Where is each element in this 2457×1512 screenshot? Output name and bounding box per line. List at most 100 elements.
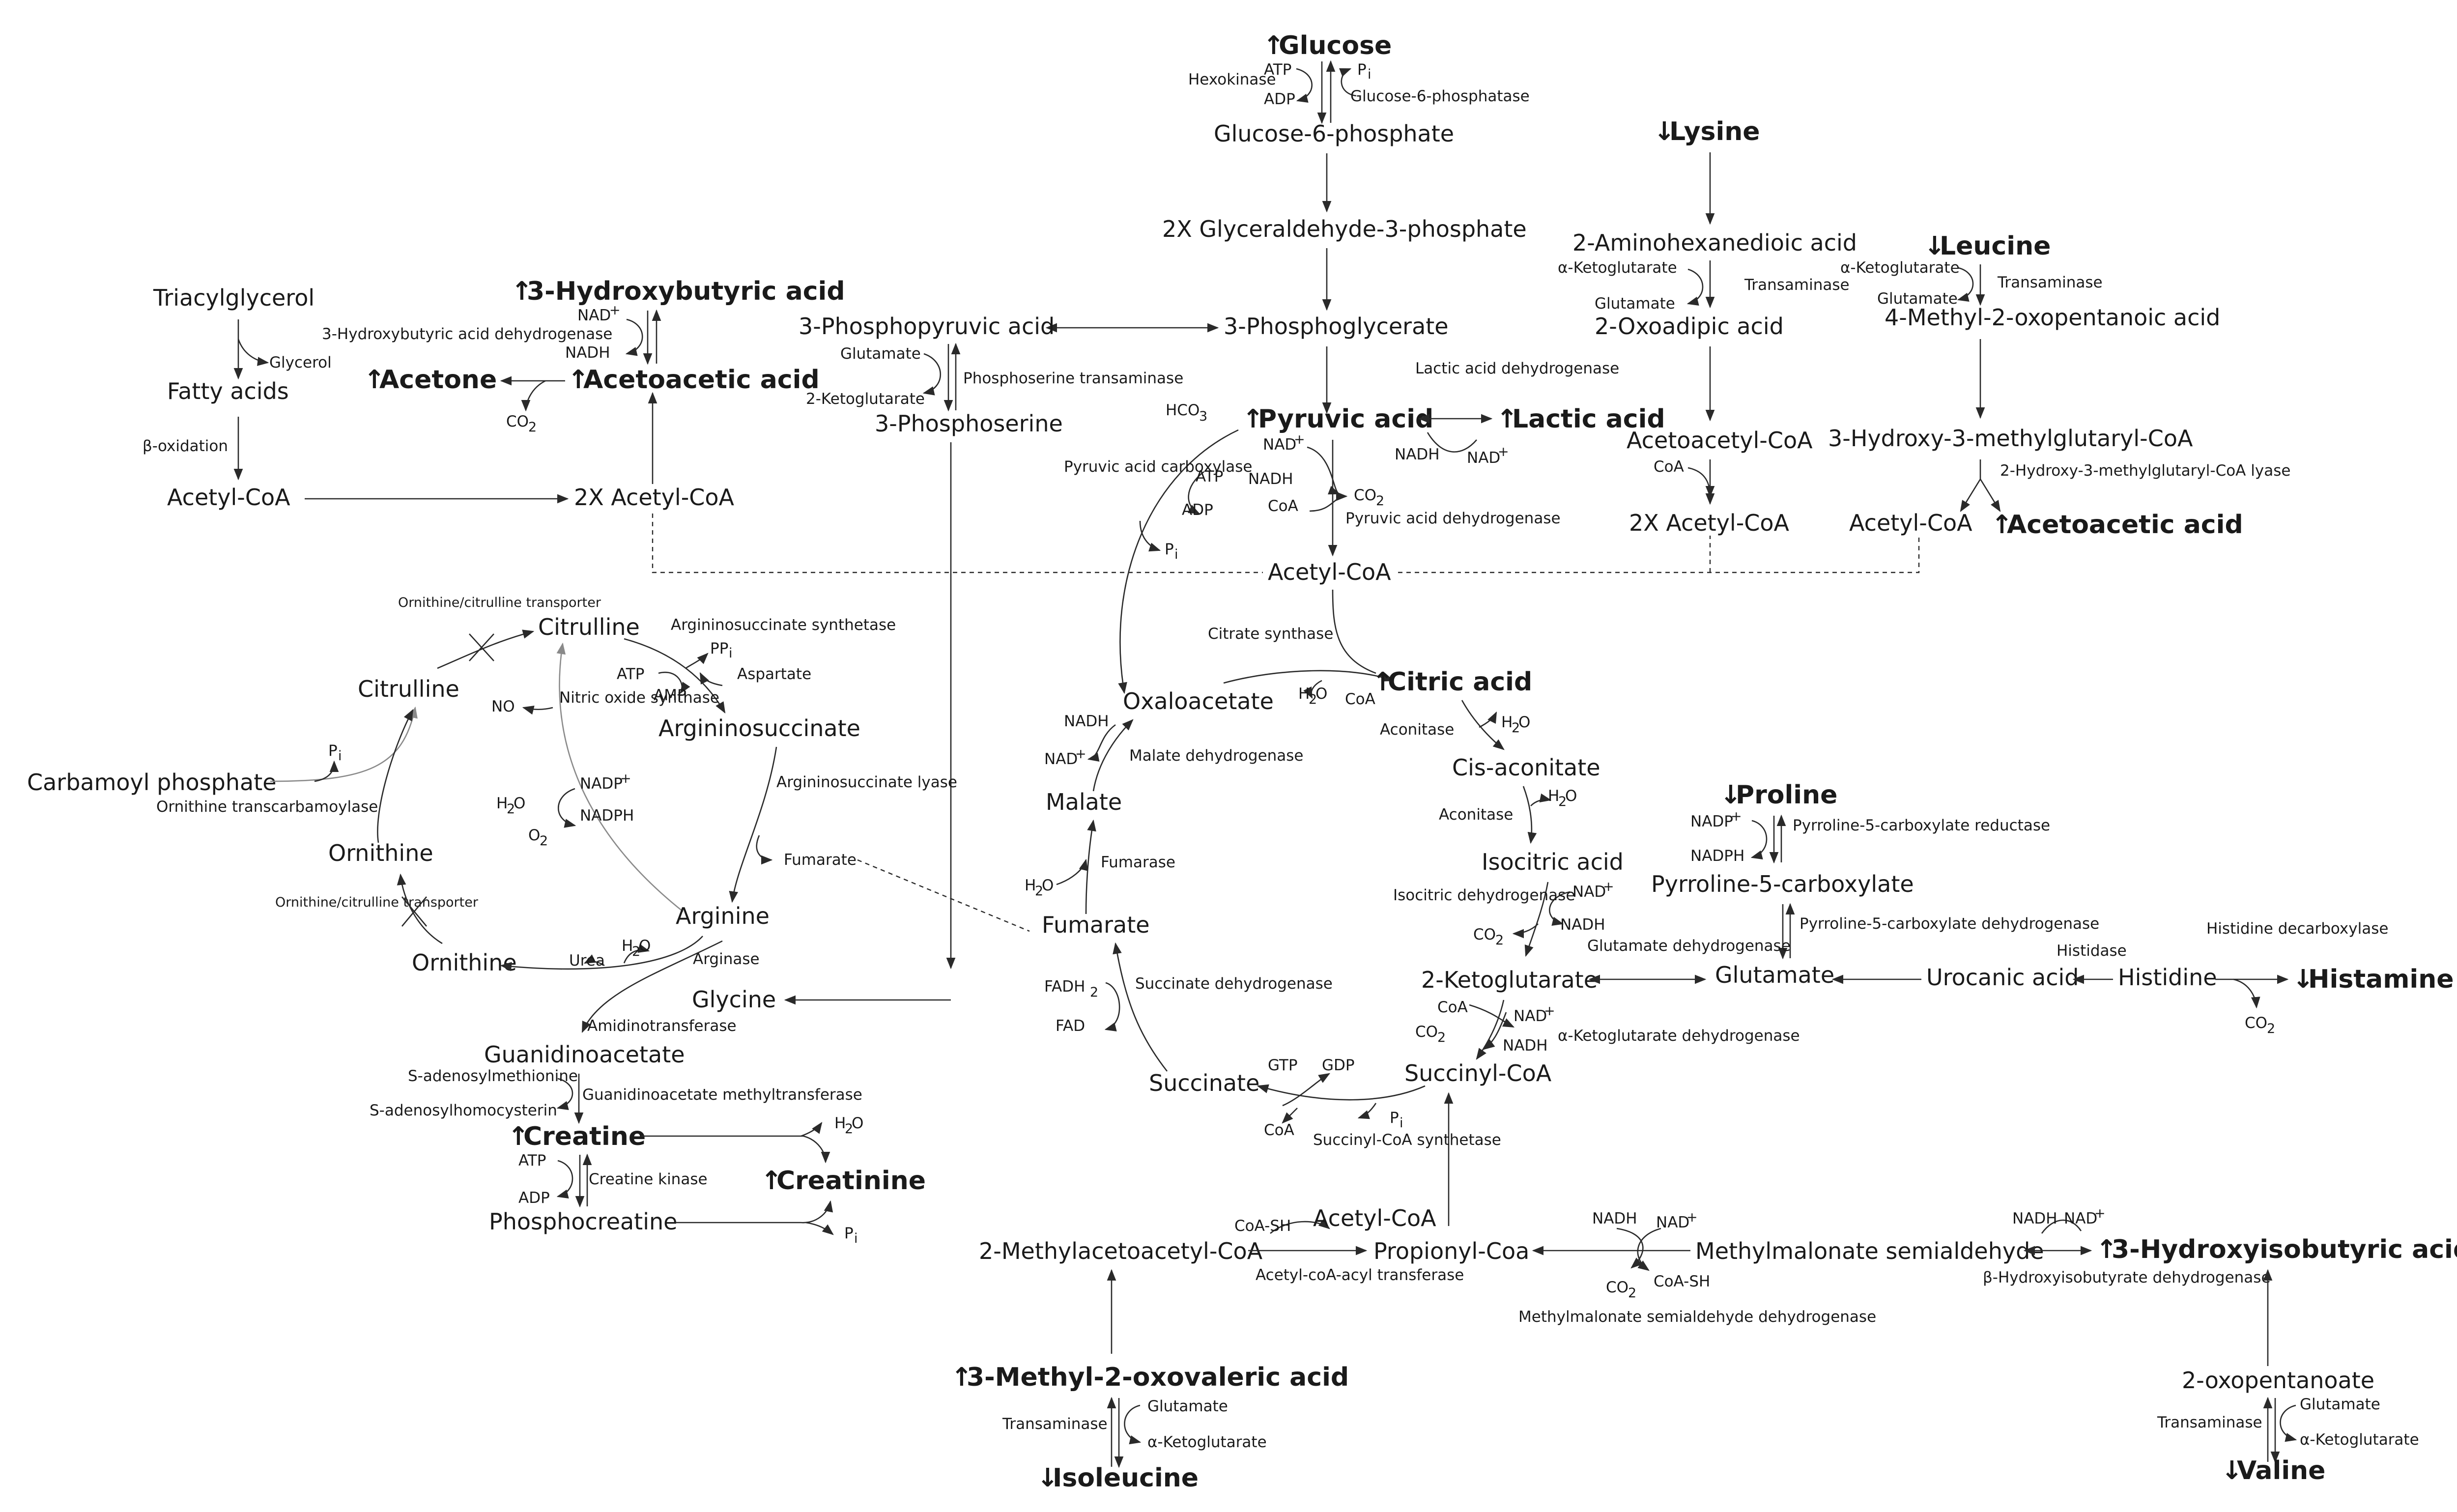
metabolite-citric: Citric acid <box>1388 667 1532 697</box>
cofactor-fumarate-asl: Fumarate <box>784 851 857 869</box>
bdh-curve <box>625 318 643 356</box>
trend-arrow-citric: ↑ <box>1372 667 1394 697</box>
metabolite-creatinine: Creatinine <box>776 1166 926 1196</box>
cofactor-h2o-creatine: H <box>834 1114 846 1132</box>
tca-cycle-section: Citrate synthase H 2 O CoA Oxaloacetate … <box>1025 589 1800 1226</box>
metabolite-ornithine-inner: Ornithine <box>412 949 517 976</box>
cofactor-nad-akgdh: NAD <box>1514 1007 1547 1025</box>
cofactor-co2-akgdh: CO <box>1415 1023 1438 1041</box>
metabolite-valine: Valine <box>2237 1456 2325 1485</box>
cofactor-co2-hdc: CO <box>2245 1014 2267 1032</box>
enzyme-gdh: Glutamate dehydrogenase <box>1587 937 1791 955</box>
arrow-citrulline-argsucc <box>624 638 726 714</box>
arrow-creatine-creatinine <box>641 1135 830 1164</box>
enzyme-orn-transporter-bottom: Ornithine/citrulline transporter <box>275 895 479 910</box>
arrow-malate-oxaloacetate <box>1092 719 1134 792</box>
cofactor-nadh-pdh: NADH <box>1248 470 1293 488</box>
cofactor-pi: P <box>1357 61 1367 79</box>
cofactor-coash-acat: CoA-SH <box>1234 1217 1291 1235</box>
cofactor-pi-scs: P <box>1390 1109 1399 1127</box>
cofactor-h2o-creatine-sub: 2 <box>845 1121 853 1137</box>
cofactor-fadh2: FADH <box>1044 978 1085 996</box>
g6pase-curve <box>1339 68 1357 97</box>
metabolite-2x-acetylcoa-left: 2X Acetyl-CoA <box>574 484 735 511</box>
arrow-succinylcoa-succinate <box>1257 1084 1426 1101</box>
pdh-curve2 <box>1309 491 1348 512</box>
cofactor-h2o-fumarase-o: O <box>1042 877 1054 894</box>
metabolite-guanidinoacetate: Guanidinoacetate <box>484 1041 685 1068</box>
cofactor-2kg-psat: 2-Ketoglutarate <box>806 390 925 408</box>
metabolite-mmsa: Methylmalonate semialdehyde <box>1695 1238 2044 1264</box>
arrow-arginine-glycine-agat <box>581 940 723 1033</box>
mdh-curve <box>1087 724 1116 762</box>
cofactor-nadp-p5cr: NADP <box>1690 813 1733 830</box>
acetylcoa-pool-connector <box>652 514 1920 573</box>
cofactor-glutamate-psat: Glutamate <box>840 345 921 363</box>
trend-arrow-mov: ↑ <box>951 1363 972 1392</box>
enzyme-aconitase1: Aconitase <box>1380 721 1454 739</box>
cofactor-fadh2-sub: 2 <box>1090 985 1098 1000</box>
metabolite-oxopentanoate: 2-oxopentanoate <box>2182 1367 2374 1394</box>
cofactor-co2-mmsdh-sub: 2 <box>1628 1285 1636 1301</box>
enzyme-ldh: Lactic acid dehydrogenase <box>1415 360 1619 377</box>
metabolite-3ppa: 3-Phosphopyruvic acid <box>799 313 1055 340</box>
bcaa-section: 2-Methylacetoacetyl-CoA CoA-SH Acetyl-Co… <box>951 1205 2457 1493</box>
trend-arrow-acetoacetic-right: ↑ <box>1991 510 2013 540</box>
akgdh-curve2 <box>1483 1012 1507 1050</box>
p5cr-curve <box>1750 820 1768 859</box>
cofactor-h2o-cs-sub: 2 <box>1309 692 1317 707</box>
cofactor-nad-bdh: NAD <box>577 307 611 324</box>
trend-arrow-isoleucine: ↓ <box>1037 1463 1058 1493</box>
lysine-section: ↓ Lysine 2-Aminohexanedioic acid α-Ketog… <box>1558 117 1857 536</box>
enzyme-otc: Ornithine transcarbamoylase <box>156 798 378 816</box>
metabolite-acetone: Acetone <box>379 365 497 395</box>
arrow-hmgcoa-acetylcoa <box>1960 459 1981 512</box>
aconitase1-h2o-curve <box>1479 711 1497 728</box>
enzyme-bdh: 3-Hydroxybutyric acid dehydrogenase <box>322 325 612 343</box>
cofactor-co2-pdh: CO <box>1354 486 1376 504</box>
cofactor-h2o-fumarase: H <box>1025 877 1036 894</box>
cofactor-fad: FAD <box>1056 1017 1085 1035</box>
cofactor-coa-aacoa: CoA <box>1654 458 1684 476</box>
cofactor-nad-akgdh-sup: + <box>1544 1003 1555 1019</box>
enzyme-beta-ox: β-oxidation <box>143 437 228 455</box>
enzyme-agat: Amidinotransferase <box>587 1017 737 1035</box>
metabolite-urocanic: Urocanic acid <box>1926 964 2079 991</box>
ck-curve <box>556 1160 573 1198</box>
cofactor-gtp: GTP <box>1268 1056 1298 1074</box>
arrow-arginine-citrulline-nos <box>556 642 684 913</box>
cofactor-atp-ass: ATP <box>617 665 644 683</box>
trend-arrow-proline: ↓ <box>1720 780 1742 810</box>
scs-coa-curve <box>1282 1108 1298 1124</box>
metabolite-acetylcoa-right: Acetyl-CoA <box>1849 510 1972 536</box>
cofactor-nadh-mdh: NADH <box>1064 713 1109 730</box>
cofactor-nadh-ldh: NADH <box>1395 446 1440 463</box>
cofactor-o2-nos-sub: 2 <box>540 833 548 849</box>
metabolite-phosphocreatine: Phosphocreatine <box>489 1208 677 1235</box>
cofactor-co2-hdc-sub: 2 <box>2267 1021 2275 1036</box>
metabolite-pyruvic: Pyruvic acid <box>1258 404 1433 434</box>
glycolysis-section: ↑ Glucose ATP ADP Hexokinase P i Glucose… <box>784 31 1665 1005</box>
metabolite-carbamoyl: Carbamoyl phosphate <box>27 769 277 796</box>
arrow-cisaconitate-isocitric <box>1522 786 1537 844</box>
arrow-isocitric-2kg <box>1524 882 1549 957</box>
hibdh-curve <box>2041 1219 2082 1234</box>
enzyme-pdh: Pyruvic acid dehydrogenase <box>1345 510 1561 527</box>
metabolite-isocitric: Isocitric acid <box>1482 849 1624 875</box>
cs-coa-curve <box>1303 680 1322 699</box>
transporter-x-bottom <box>401 896 427 927</box>
enzyme-mdh: Malate dehydrogenase <box>1129 747 1304 765</box>
arrow-acetylcoa-citrate <box>1332 589 1376 674</box>
arrow-ornithine-citrulline-outer <box>377 709 414 843</box>
cofactor-co2-pdh-sub: 2 <box>1376 493 1384 509</box>
metabolite-glycine: Glycine <box>692 986 776 1013</box>
citrate-synthase-arc <box>1223 670 1395 684</box>
scs-gdp-curve <box>1282 1073 1331 1107</box>
enzyme-aconitase2: Aconitase <box>1439 806 1513 824</box>
metabolite-2x-acetylcoa-right: 2X Acetyl-CoA <box>1629 510 1790 536</box>
metabolite-3pg: 3-Phosphoglycerate <box>1224 313 1449 340</box>
metabolite-3ps: 3-Phosphoserine <box>875 410 1063 437</box>
cofactor-coash-mmsdh: CoA-SH <box>1654 1273 1710 1290</box>
cofactor-co2-acetone-sub: 2 <box>528 420 537 435</box>
hexokinase-curve <box>1296 68 1313 103</box>
